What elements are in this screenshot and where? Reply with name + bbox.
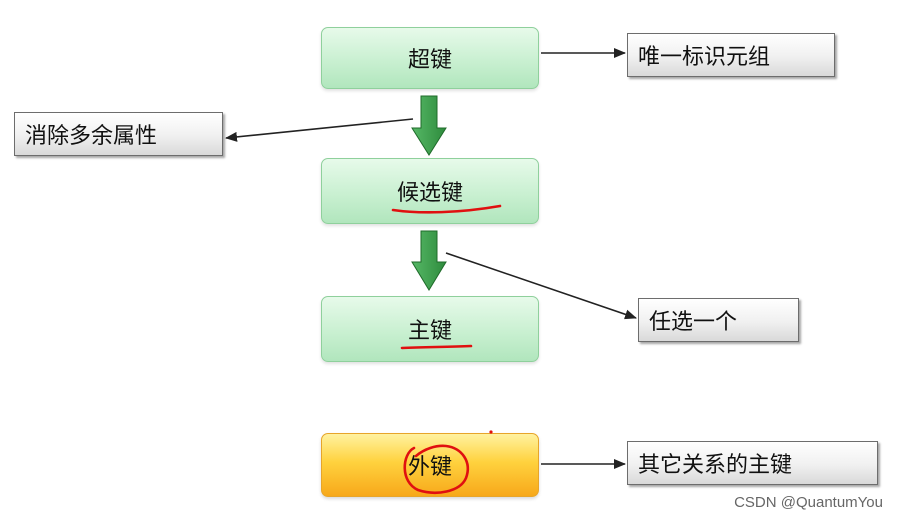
- tag-unique-tuple: 唯一标识元组: [627, 33, 835, 77]
- down-arrow-candidate-to-primary: [411, 230, 447, 291]
- node-foreign-key-label: 外键: [407, 455, 452, 480]
- tag-other-relation-pk-label: 其它关系的主键: [638, 453, 793, 478]
- node-super-key: 超键: [321, 27, 539, 89]
- node-foreign-key: 外键: [321, 433, 539, 497]
- tag-other-relation-pk: 其它关系的主键: [627, 441, 878, 485]
- node-candidate-key: 候选键: [321, 158, 539, 224]
- node-primary-key: 主键: [321, 296, 539, 362]
- tag-choose-one-label: 任选一个: [649, 310, 738, 335]
- tag-remove-redundant-label: 消除多余属性: [25, 124, 158, 149]
- arrow-to-remove-redundant: [225, 118, 414, 142]
- node-candidate-key-label: 候选键: [396, 181, 463, 206]
- tag-unique-tuple-label: 唯一标识元组: [638, 45, 771, 70]
- watermark-text: CSDN @QuantumYou: [734, 494, 883, 511]
- node-super-key-label: 超键: [407, 48, 452, 73]
- down-arrow-super-to-candidate: [411, 95, 447, 156]
- tag-choose-one: 任选一个: [638, 298, 799, 342]
- node-primary-key-label: 主键: [407, 319, 452, 344]
- tag-remove-redundant: 消除多余属性: [14, 112, 223, 156]
